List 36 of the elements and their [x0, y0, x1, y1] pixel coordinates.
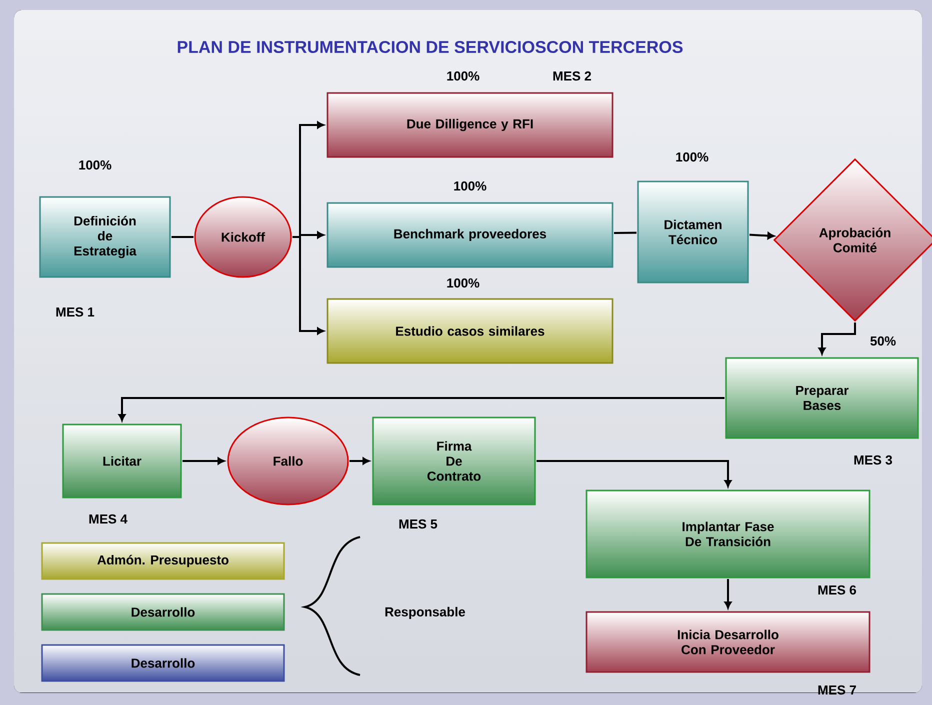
node-note: MES 4	[89, 514, 128, 524]
legend-key: Desarrollo	[41, 644, 285, 682]
arrow	[818, 322, 856, 355]
node-note: MES 1	[56, 307, 94, 317]
node-note: MES 6	[818, 585, 856, 595]
process-box: Firma De Contrato	[372, 416, 536, 506]
process-box: Definición de Estrategia	[39, 196, 171, 278]
node-note: 100%	[447, 71, 480, 81]
process-box: Inicia Desarrollo Con Proveedor	[586, 611, 870, 673]
arrow	[292, 236, 324, 335]
edge-label: 50%	[870, 336, 896, 346]
arrow	[118, 397, 724, 422]
arrow	[724, 579, 732, 609]
legend-key: Desarrollo	[41, 593, 285, 631]
node-note: 100%	[447, 278, 480, 288]
node-note: MES 5	[399, 519, 438, 529]
node-note: 100%	[79, 160, 112, 170]
title: PLAN DE INSTRUMENTACION DE SERVICIOSCON TERCEROS	[178, 40, 683, 54]
node-note: 100%	[676, 152, 708, 162]
process-box: Dictamen Técnico	[637, 180, 749, 284]
process-box: Benchmark proveedores	[326, 202, 614, 268]
node-note: 100%	[454, 181, 486, 191]
process-box: Licitar	[62, 424, 182, 498]
node-note: MES 7	[818, 685, 856, 695]
arrow	[350, 457, 370, 465]
arrow	[182, 457, 225, 465]
arrow	[536, 460, 732, 488]
node-note: MES 2	[553, 71, 591, 81]
process-box: Preparar Bases	[725, 357, 919, 439]
label: Responsable	[385, 606, 466, 620]
process-box: Estudio casos similares	[326, 298, 614, 364]
node-note: MES 3	[854, 455, 892, 465]
arrow	[749, 232, 774, 240]
process-box: Implantar Fase De Transición	[586, 490, 870, 578]
legend-key: Admón. Presupuesto	[41, 542, 285, 580]
process-box: Due Dilligence y RFI	[326, 92, 614, 158]
